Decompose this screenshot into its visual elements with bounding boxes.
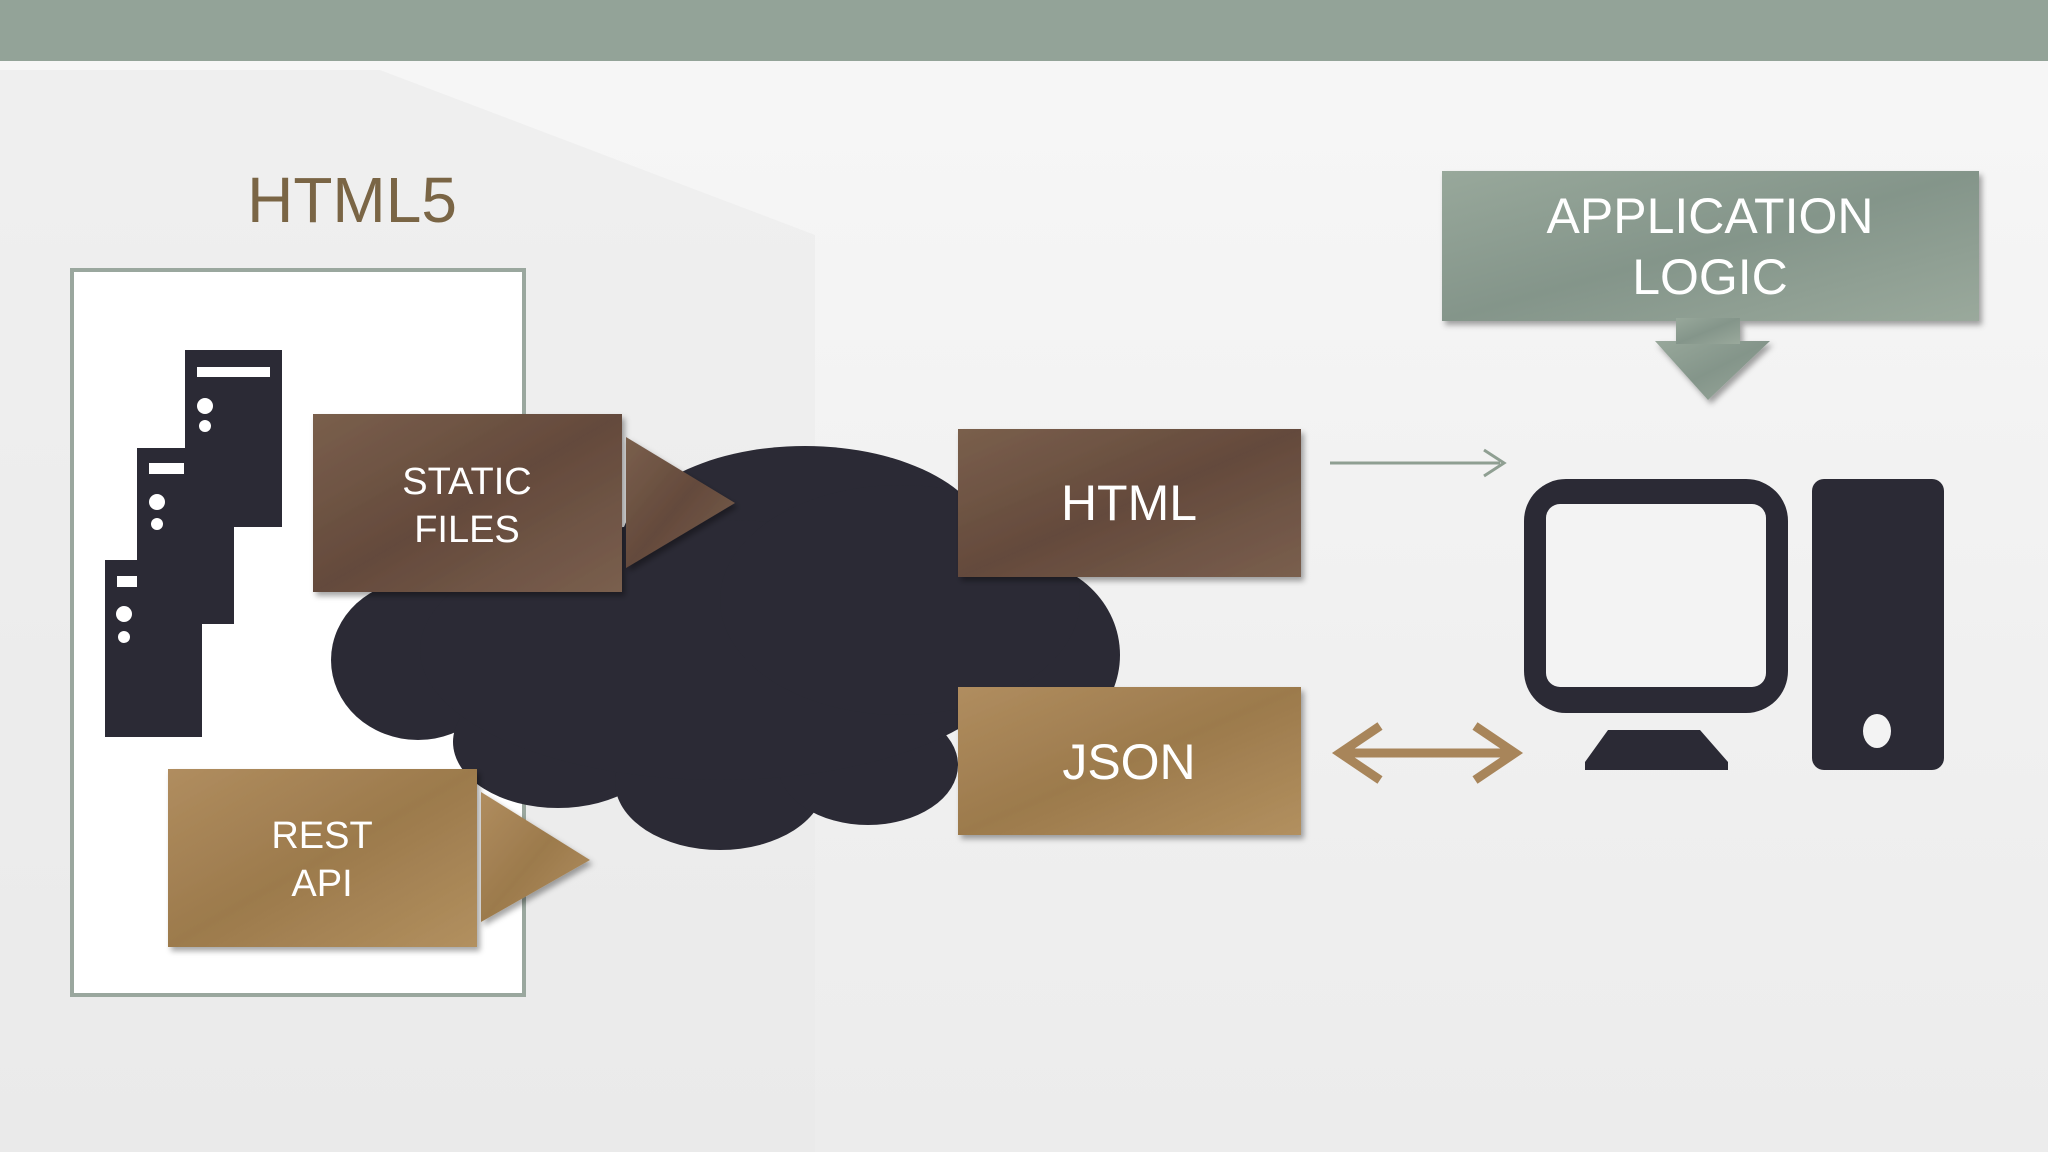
rest-api-callout	[168, 769, 590, 947]
desktop-computer-icon	[1524, 479, 1944, 770]
double-arrow-icon	[1331, 722, 1524, 784]
static-files-label-1: STATIC	[402, 461, 531, 503]
static-files-callout	[313, 414, 735, 592]
arrow-right-icon	[1330, 448, 1507, 478]
diagram-title: HTML5	[247, 164, 457, 236]
server-stack-icon	[105, 350, 282, 737]
html-box-label: HTML	[1061, 475, 1197, 531]
rest-api-label-2: API	[291, 863, 352, 905]
application-logic-label-2: LOGIC	[1632, 249, 1788, 305]
json-box-label: JSON	[1062, 734, 1195, 790]
application-logic-label-1: APPLICATION	[1547, 188, 1874, 244]
top-bar	[0, 0, 2048, 61]
html-box	[958, 429, 1301, 577]
application-logic-callout	[1442, 171, 1979, 400]
rest-api-label-1: REST	[271, 815, 372, 857]
json-box	[958, 687, 1301, 835]
static-files-label-2: FILES	[414, 509, 520, 551]
